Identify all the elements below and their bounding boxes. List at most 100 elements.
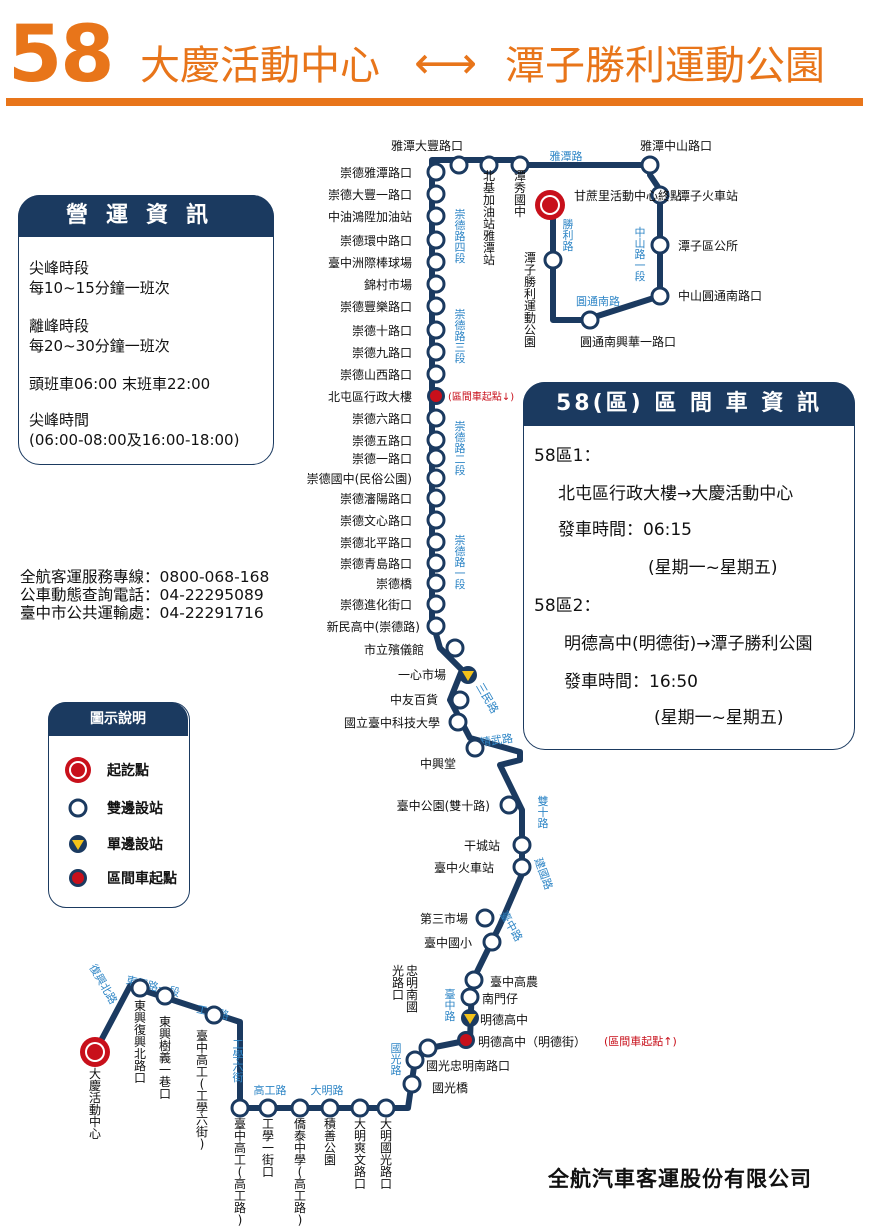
road-r-yatan: 雅潭路: [550, 149, 583, 163]
stop-s-yatan-zhongshan-icon: [640, 155, 660, 175]
road-r-guoguang: 國光路: [391, 1042, 402, 1077]
road-r-jianguo: 建國路: [532, 856, 556, 892]
stop-s-cd-wu-label: 崇德五路口: [352, 433, 412, 448]
stop-s-tanzi-office-label: 潭子區公所: [678, 239, 738, 253]
road-r-yuantong: 圓通南路: [576, 295, 620, 308]
double-stop-icon: [68, 798, 88, 818]
stop-s-yuantong-xinghua-icon: [580, 310, 600, 330]
offpeak-frequency: 每20~30分鐘一班次: [29, 337, 170, 355]
stop-s-zhoujiseball-icon: [426, 252, 446, 272]
stop-s-jishan-label: 積善公園: [324, 1116, 336, 1167]
stop-s-cd-fengle-icon: [426, 296, 446, 316]
stop-s-cd-beiping-icon: [426, 532, 446, 552]
stop-s-zhongshan-yuantong-icon: [650, 286, 670, 306]
road-r-daming: 大明路: [311, 1083, 344, 1097]
stop-s-daming-shuang-icon: [350, 1098, 370, 1118]
stop-s-yuantong-xinghua-label: 圓通南興華一路口: [580, 334, 676, 349]
stop-s-train-label: 臺中火車站: [434, 860, 494, 875]
stop-s-cd-fengle-label: 崇德豐樂路口: [340, 299, 412, 314]
stop-s-xinmin-label: 新民高中(崇德路): [327, 619, 420, 634]
stop-s-tc-elem-icon: [482, 932, 502, 952]
stop-s-beiji-label: 北基加油站雅潭站: [483, 169, 495, 267]
first-last-bus: 頭班車06:00 末班車22:00: [29, 375, 211, 393]
stop-s-cd-jinghua-icon: [426, 594, 446, 614]
stop-s-ganzhe-label: 甘蔗里活動中心終點: [574, 188, 682, 203]
legend-title: 圖示說明: [48, 702, 188, 736]
stop-s-gancheng-icon: [512, 835, 532, 855]
offpeak-label: 離峰時段: [29, 317, 90, 335]
stop-s-jincun-icon: [426, 274, 446, 294]
stop-s-jincun-label: 錦村市場: [364, 277, 412, 292]
stop-s-dongxing-fuxing-label: 東興復興北路口: [134, 999, 146, 1085]
stop-s-guang-bridge-label: 國光橋: [432, 1081, 468, 1095]
stop-s-daming-guang-icon: [376, 1098, 396, 1118]
stop-s-guang-bridge-icon: [402, 1074, 422, 1094]
stop-s-beitun-label: 北屯區行政大樓: [328, 389, 412, 404]
road-r-sanmin: 三民路: [473, 681, 501, 716]
express-note-beitun: (區間車起點↓): [448, 390, 514, 403]
stop-s-zhongyou-icon: [426, 206, 446, 226]
express-panel: 58(區) 區 間 車 資 訊 58區1： 北屯區行政大樓→大慶活動中心 發車時…: [523, 382, 855, 750]
stop-s-mingde-single-arrow: [464, 1014, 476, 1024]
stop-s-tanzi-train-icon: [650, 185, 670, 205]
stop-s-tc-agri-icon: [464, 970, 484, 990]
route-destination: 潭子勝利運動公園: [505, 43, 825, 89]
stop-s-cd-jiu-icon: [426, 342, 446, 362]
stop-s-funeral-icon: [445, 638, 465, 658]
stop-s-yixin-single-arrow: [462, 671, 474, 681]
legend-label: 區間車起點: [107, 871, 177, 887]
stop-s-cd-yatan-icon: [426, 162, 446, 182]
stop-s-tanxiu-label: 潭秀國中: [514, 169, 526, 219]
contact-line: 全航客運服務專線：0800-068-168: [20, 568, 270, 586]
stop-s-cd-wu-icon: [426, 430, 446, 450]
express-route-2-days: (星期一~星期五): [654, 708, 784, 728]
road-r-gongxue6: 工學六街: [233, 1038, 244, 1084]
stop-s-tchs-six-label: 臺中高工(工學六街): [196, 1028, 208, 1151]
road-r-cd1: 崇德路一段: [455, 534, 466, 591]
stop-s-tanzi-train-label: 潭子火車站: [678, 189, 738, 203]
contact-line: 臺中市公共運輸處：04-22291716: [20, 604, 264, 622]
stop-s-shengli-label: 潭子勝利運動公園: [524, 251, 536, 349]
stop-s-tc-agri-label: 臺中高農: [490, 974, 538, 989]
stop-s-park-label: 臺中公園(雙十路): [397, 798, 490, 813]
express-route-1-days: (星期一~星期五): [648, 558, 778, 578]
road-r-cd3: 崇德路三段: [455, 308, 466, 365]
stop-s-third-market-label: 第三市場: [420, 911, 468, 926]
stop-s-shengli-icon: [543, 250, 563, 270]
stop-s-daqing-terminal-core: [87, 1044, 103, 1060]
stop-s-cd-beiping-label: 崇德北平路口: [340, 535, 412, 550]
express-route-1-name: 58區1：: [534, 446, 601, 466]
stop-s-xinmin-icon: [426, 616, 446, 636]
stop-s-mingde-st-label: 明德高中（明德街）: [478, 1034, 586, 1049]
stop-s-dongxing-shuyi-icon: [155, 986, 175, 1006]
stop-s-qiaotai-label: 僑泰中學(高工路): [294, 1117, 306, 1227]
stop-s-mingde-label: 明德高中: [480, 1012, 528, 1027]
road-r-gaogong: 高工路: [254, 1083, 287, 1097]
express-route-1-path: 北屯區行政大樓→大慶活動中心: [558, 484, 794, 504]
single-stop-icon: [69, 835, 87, 853]
stop-s-cd-qingdao-label: 崇德青島路口: [340, 556, 412, 571]
express-start-icon: [69, 869, 87, 887]
road-r-shuangshi: 雙十路: [538, 795, 549, 830]
stop-s-zhongyou-dept-label: 中友百貨: [390, 692, 438, 707]
stop-s-zm-nanguang-label: 忠明南國: [406, 964, 418, 1014]
stop-s-cd-jiu-label: 崇德九路口: [352, 345, 412, 360]
peak-time-label: 尖峰時間: [29, 411, 90, 429]
stop-s-tanxiu-icon: [510, 155, 530, 175]
route-origin: 大慶活動中心: [140, 43, 380, 89]
stop-s-guang-zm-icon: [405, 1050, 425, 1070]
contact-info: 全航客運服務專線：0800-068-168 公車動態查詢電話：04-222950…: [20, 568, 269, 622]
route-number: 58: [8, 10, 115, 100]
stop-s-dongxing-fuxing-icon: [130, 978, 150, 998]
express-note-mingde: (區間車起點↑): [604, 1034, 677, 1048]
operations-title: 營運資訊: [18, 195, 274, 237]
stop-s-cd-shi-icon: [426, 320, 446, 340]
stop-s-third-market-icon: [475, 908, 495, 928]
road-r-zhongshan: 中山路一段: [635, 226, 646, 283]
stop-s-guang-zm-label: 國光忠明南路口: [426, 1058, 510, 1073]
stop-s-cd-yi-label: 崇德一路口: [352, 451, 412, 466]
stop-s-cd-liu-label: 崇德六路口: [352, 411, 412, 426]
stop-s-tc-elem-label: 臺中國小: [424, 935, 472, 950]
stop-s-tchs-gong-icon: [230, 1098, 250, 1118]
